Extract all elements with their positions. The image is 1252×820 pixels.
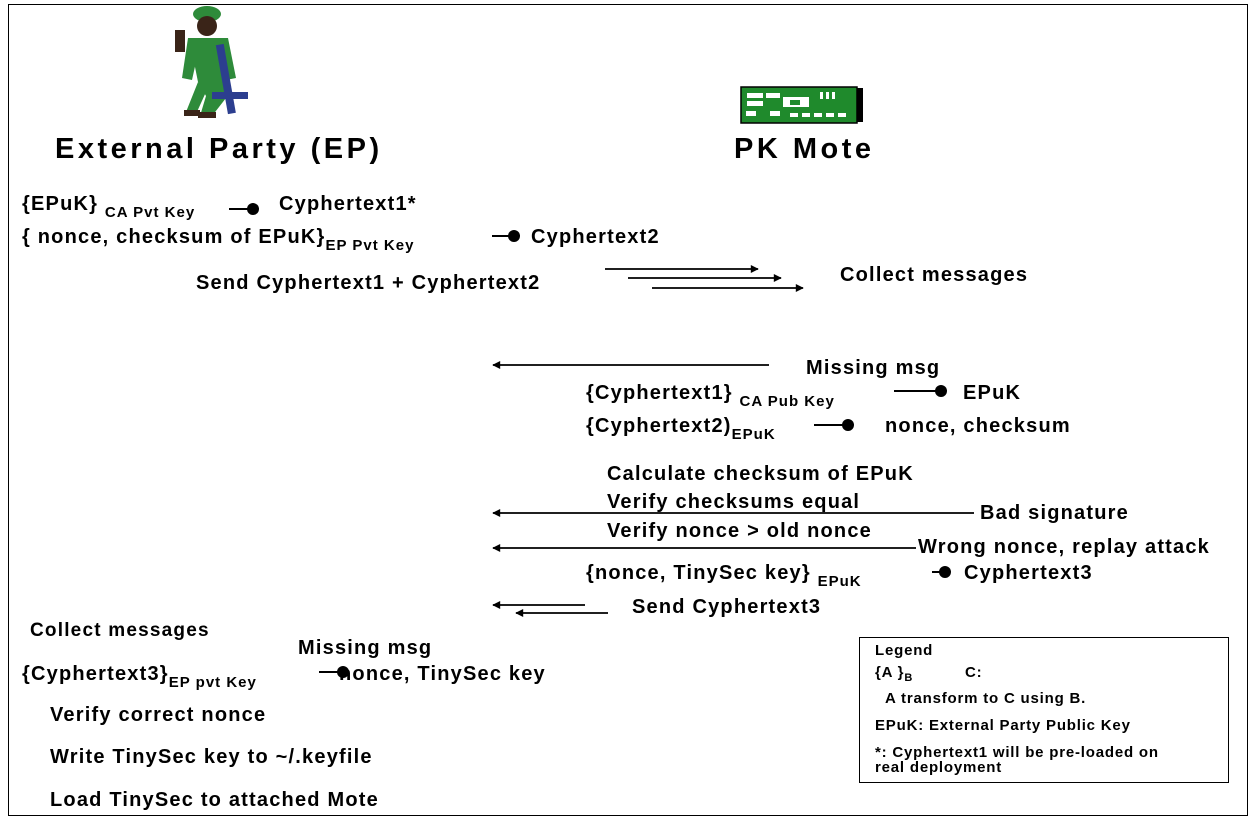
ep-encrypt-nonce: { nonce, checksum of EPuK}EP Pvt Key — [22, 226, 415, 254]
ep-collect-label: Collect messages — [30, 620, 210, 641]
ep-step-write-key: Write TinySec key to ~/.keyfile — [50, 746, 373, 768]
legend-formula-result: C: — [965, 664, 983, 681]
mote-epuk-result: EPuK — [963, 382, 1022, 404]
mote-missing-label: Missing msg — [806, 357, 941, 379]
ep-decrypt-cyphertext3: {Cyphertext3}EP pvt Key — [22, 663, 257, 691]
ep-send-label: Send Cyphertext1 + Cyphertext2 — [196, 272, 541, 294]
legend-formula: {A }B — [875, 664, 914, 684]
mote-nonce-checksum-result: nonce, checksum — [885, 415, 1071, 437]
legend-title: Legend — [875, 642, 934, 659]
legend-note-line2: real deployment — [875, 759, 1003, 776]
ep-encrypt-epuk: {EPuK} CA Pvt Key — [22, 193, 196, 221]
mote-cyphertext3-label: Cyphertext3 — [964, 562, 1093, 584]
ep-cyphertext1-label: Cyphertext1* — [279, 193, 417, 215]
mote-decrypt-cyphertext1: {Cyphertext1} CA Pub Key — [586, 382, 835, 410]
legend-formula-description: A transform to C using B. — [885, 690, 1087, 707]
pk-mote-heading: PK Mote — [734, 133, 875, 165]
mote-calc-checksum: Calculate checksum of EPuK — [607, 463, 914, 485]
mote-encrypt-tinysec: {nonce, TinySec key} EPuK — [586, 562, 862, 590]
legend-box — [859, 637, 1229, 783]
ep-missing-label: Missing msg — [298, 637, 433, 659]
legend-note-line1: *: Cyphertext1 will be pre-loaded on — [875, 744, 1159, 761]
mote-verify-nonce: Verify nonce > old nonce — [607, 520, 872, 542]
ep-step-verify-nonce: Verify correct nonce — [50, 704, 267, 726]
mote-wrong-nonce: Wrong nonce, replay attack — [918, 536, 1211, 558]
diagram-frame — [8, 4, 1248, 816]
ep-step-load-tinysec: Load TinySec to attached Mote — [50, 789, 379, 811]
mote-collect-label: Collect messages — [840, 264, 1029, 286]
external-party-heading: External Party (EP) — [55, 133, 383, 165]
mote-verify-checksum: Verify checksums equal — [607, 491, 861, 513]
mote-decrypt-cyphertext2: {Cyphertext2)EPuK — [586, 415, 776, 443]
mote-bad-signature: Bad signature — [980, 502, 1129, 524]
ep-cyphertext2-label: Cyphertext2 — [531, 226, 660, 248]
legend-epuk-definition: EPuK: External Party Public Key — [875, 717, 1131, 734]
ep-tinysec-result: nonce, TinySec key — [339, 663, 546, 685]
mote-send-cyphertext3: Send Cyphertext3 — [632, 596, 822, 618]
